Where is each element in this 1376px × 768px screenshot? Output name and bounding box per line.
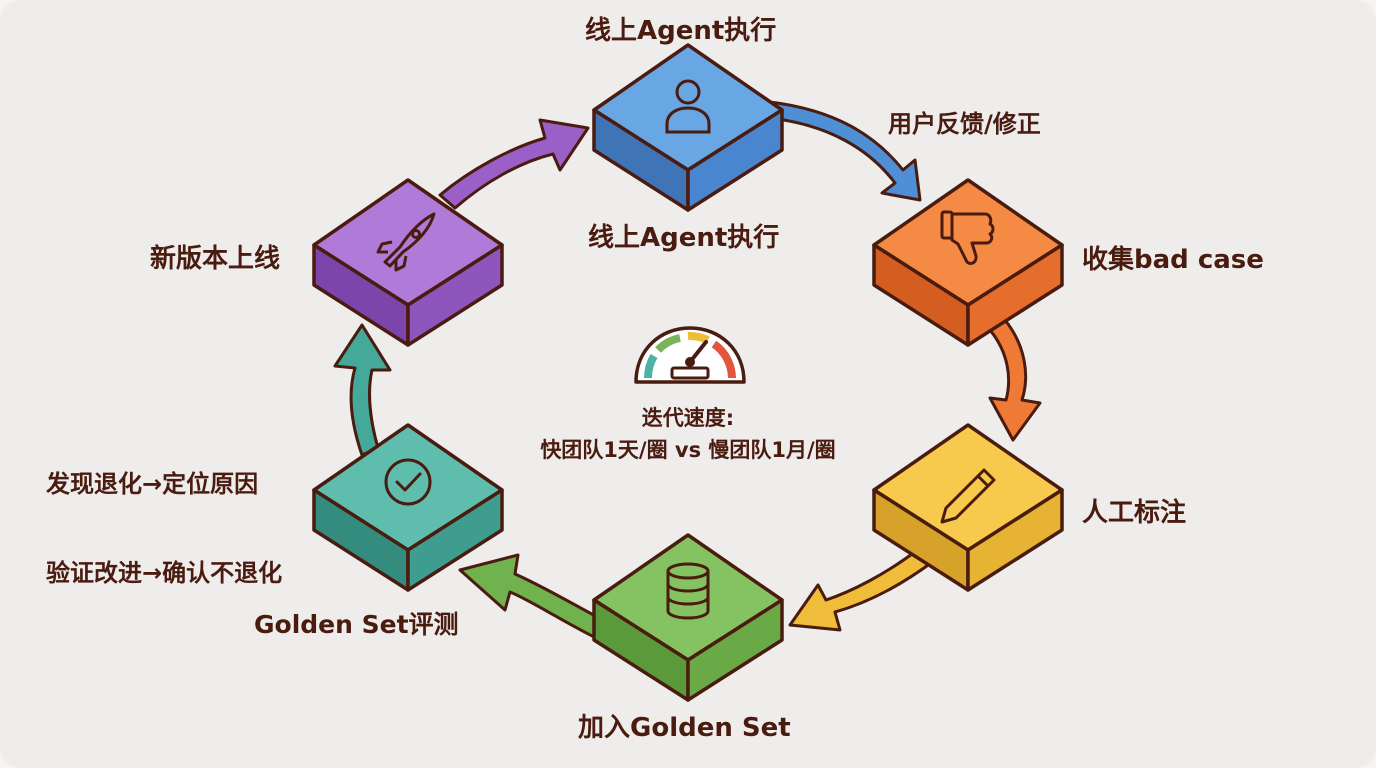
- user-icon: [665, 79, 711, 134]
- label-edge-verify-improvement: 验证改进→确认不退化: [46, 559, 283, 587]
- check-circle-icon: [384, 458, 432, 506]
- block-lower-right: [872, 423, 1064, 592]
- arrow-lower-left-to-upper-left: [333, 323, 392, 457]
- label-upper-left: 新版本上线: [150, 244, 281, 274]
- speedometer-icon: [634, 326, 746, 384]
- label-upper-right: 收集bad case: [1082, 245, 1264, 275]
- speed-title: 迭代速度:: [641, 406, 735, 430]
- speed-comparison: 快团队1天/圈 vs 慢团队1月/圈: [540, 438, 836, 462]
- arrow-lower-right-to-bottom: [788, 546, 937, 632]
- label-bottom: 加入Golden Set: [578, 713, 791, 743]
- label-top-above: 线上Agent执行: [585, 16, 777, 46]
- label-lower-right: 人工标注: [1082, 498, 1187, 528]
- thumbs-down-icon: [940, 210, 995, 265]
- block-bottom: [592, 533, 784, 702]
- arrow-upper-right-to-lower-right: [988, 318, 1042, 442]
- label-edge-user-feedback: 用户反馈/修正: [888, 110, 1041, 138]
- label-edge-find-regression: 发现退化→定位原因: [46, 470, 259, 498]
- database-icon: [666, 562, 710, 620]
- rocket-icon: [376, 212, 436, 272]
- block-lower-left: [312, 423, 504, 592]
- arrow-bottom-to-lower-left: [458, 553, 612, 642]
- block-upper-left: [312, 178, 504, 347]
- label-lower-left: Golden Set评测: [254, 610, 459, 639]
- iteration-speed-note: 迭代速度: 快团队1天/圈 vs 慢团队1月/圈: [470, 402, 906, 466]
- arrow-top-to-upper-right: [768, 100, 922, 202]
- pencil-icon: [940, 468, 996, 524]
- label-top-below: 线上Agent执行: [588, 223, 780, 253]
- block-upper-right: [872, 178, 1064, 347]
- block-top: [592, 43, 784, 212]
- arrow-upper-left-to-top: [438, 118, 590, 210]
